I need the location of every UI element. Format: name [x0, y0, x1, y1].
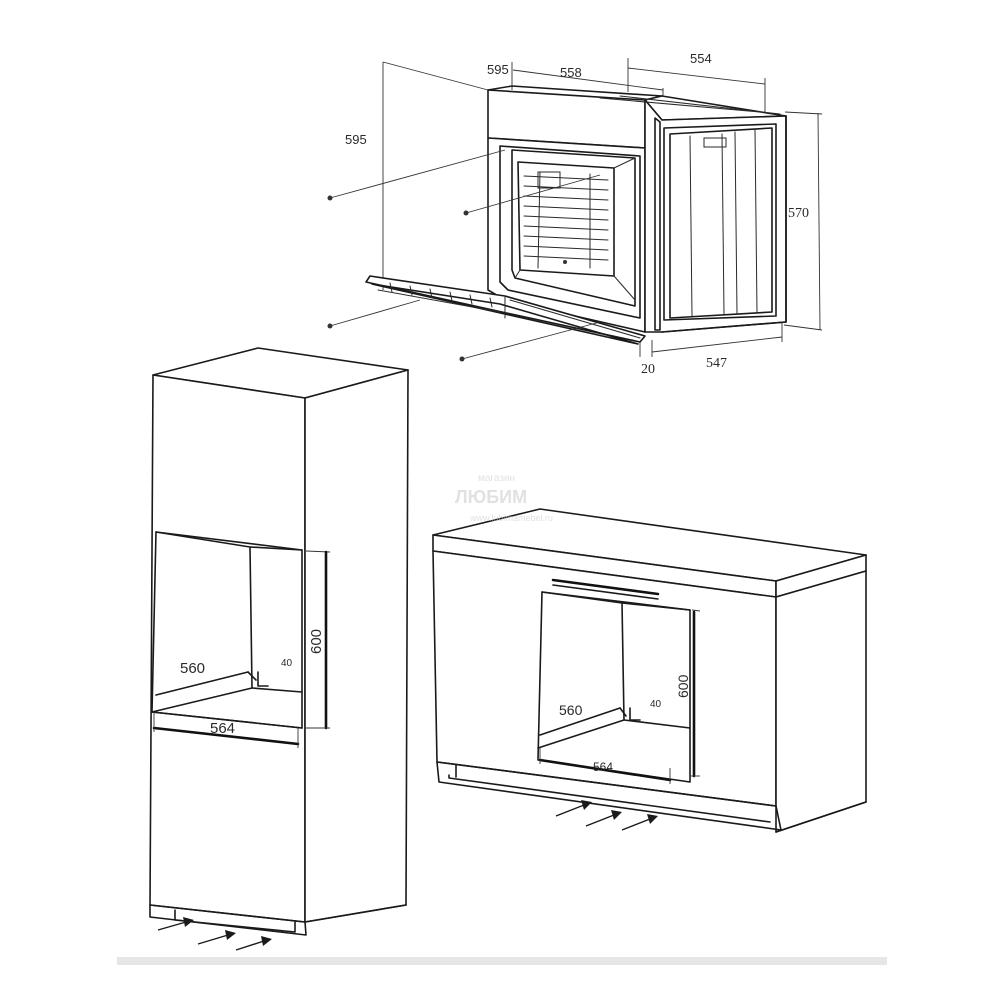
watermark-line-1: магазин	[478, 473, 515, 484]
store-watermark: магазин ЛЮБИМ www.lubimamebel.ru	[455, 473, 553, 523]
base-dim-width-inner: 560	[559, 702, 583, 718]
base-dim-height: 600	[675, 674, 691, 698]
oven-dim-side-depth: 554	[690, 51, 712, 66]
watermark-line-3: www.lubimamebel.ru	[469, 513, 553, 523]
tall-dim-height: 600	[308, 629, 325, 654]
watermark-line-2: ЛЮБИМ	[455, 487, 527, 507]
tall-cabinet-drawing: 560 564 600 40	[149, 347, 409, 951]
base-airflow-arrows	[555, 800, 658, 831]
bottom-scroll-bar[interactable]	[117, 957, 887, 965]
base-dim-vent-gap: 40	[650, 699, 662, 710]
base-cabinet-niche	[537, 591, 691, 783]
oven-rack-grid	[523, 171, 609, 269]
base-dim-width-outer: 564	[593, 760, 613, 774]
tall-airflow-arrows	[157, 917, 272, 951]
oven-drawing: 595 558 554 595 570 20 547	[327, 51, 823, 377]
oven-dim-front-height: 595	[345, 132, 367, 147]
oven-dim-side-height: 570	[788, 206, 809, 221]
tall-cabinet-niche	[151, 531, 303, 729]
tall-dim-vent-gap: 40	[281, 658, 293, 669]
base-cabinet-drawing: 560 564 600 40	[432, 508, 867, 833]
oven-dim-outer-depth: 595	[487, 62, 509, 77]
oven-dim-body-depth: 558	[560, 65, 582, 80]
oven-dim-body-depth-bottom: 547	[706, 356, 727, 371]
tall-dim-width-outer: 564	[210, 720, 235, 737]
tall-dim-width-inner: 560	[180, 660, 205, 677]
oven-dim-door-thickness: 20	[641, 362, 655, 377]
